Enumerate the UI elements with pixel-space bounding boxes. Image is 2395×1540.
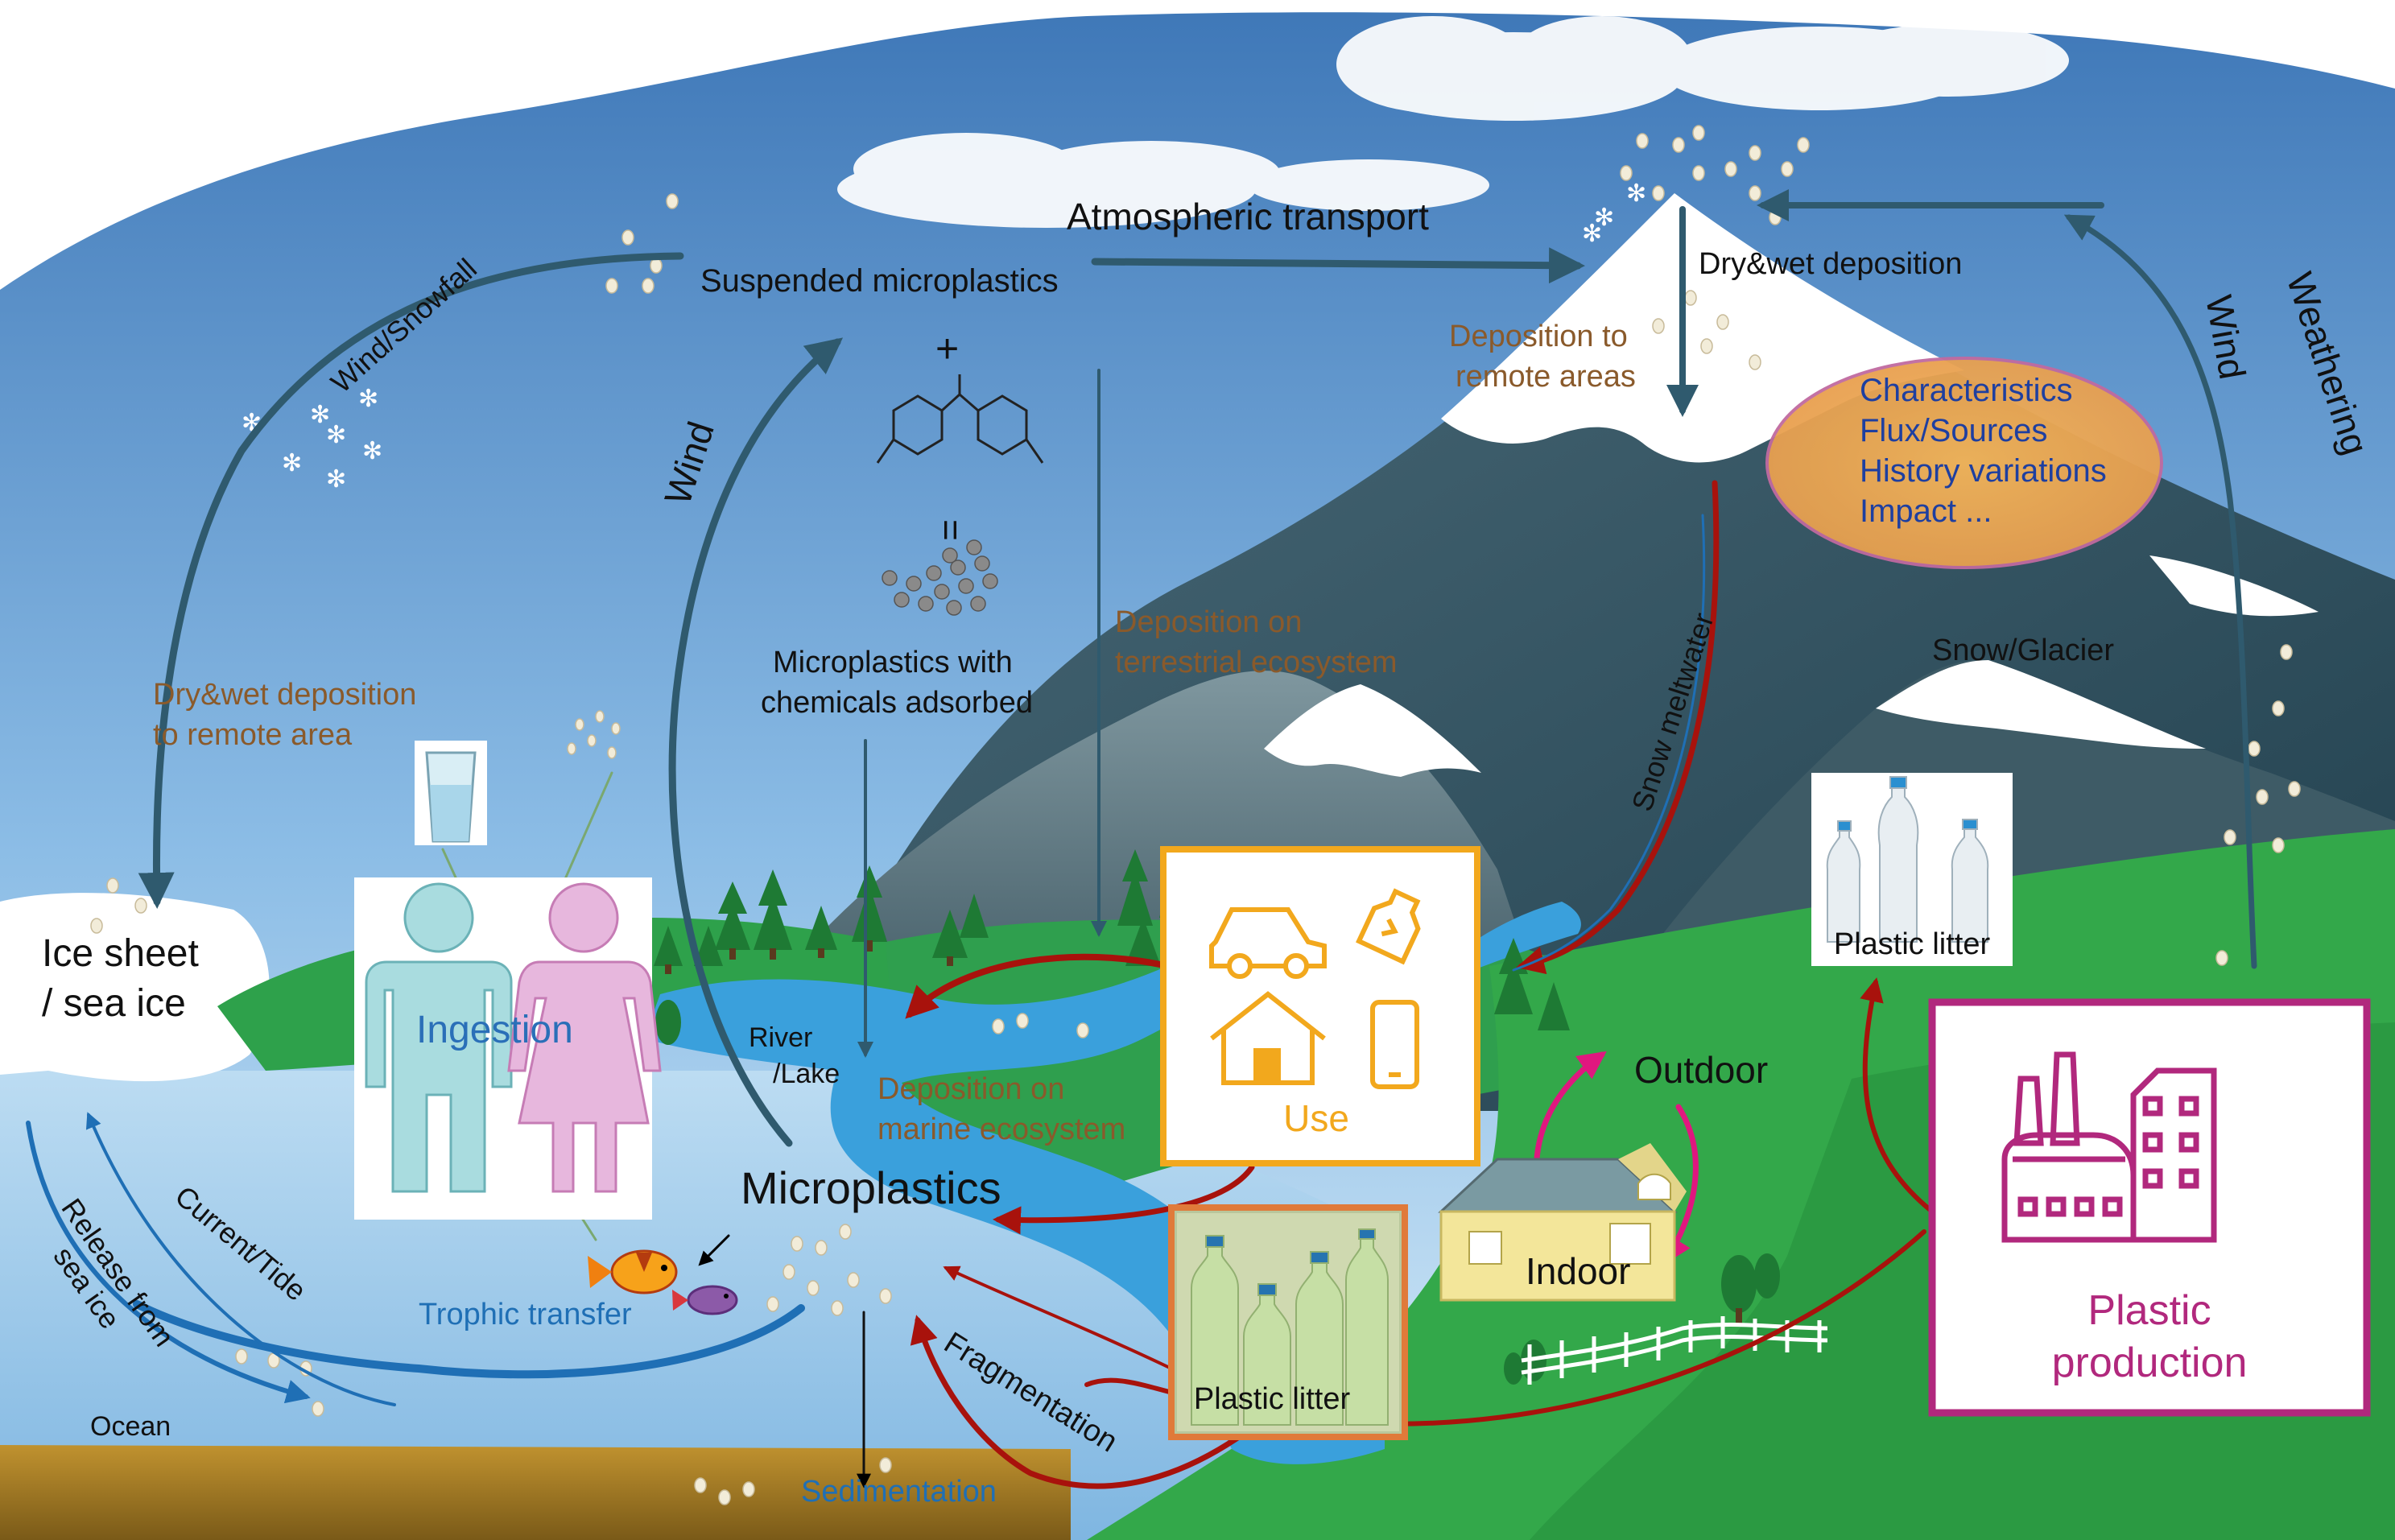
history-variations-label: History variations (1860, 453, 2107, 489)
house-icon (1210, 991, 1326, 1085)
male-figure-icon (365, 882, 513, 1193)
arrow-use-to-microplastics (993, 1164, 1255, 1235)
mp-chem-label-2: chemicals adsorbed (761, 686, 1033, 720)
research-topics-ellipse (1765, 357, 2163, 569)
dep-marine-label-2: marine ecosystem (877, 1113, 1125, 1146)
sedimentation-label: Sedimentation (801, 1475, 997, 1509)
ice-sheet-label-2: / sea ice (42, 982, 186, 1025)
arrow-litter-to-microplastics (943, 1265, 1173, 1370)
ingestion-label: Ingestion (416, 1009, 573, 1051)
use-panel: Use (1160, 846, 1480, 1166)
snow-glacier-label: Snow/Glacier (1932, 634, 2114, 667)
indoor-label: Indoor (1526, 1250, 1630, 1292)
flux-sources-label: Flux/Sources (1860, 413, 2047, 448)
snow-cap-right (1876, 660, 2206, 749)
microplastics-label: Microplastics (741, 1162, 1001, 1213)
arrow-production-to-litter (1084, 1229, 1926, 1426)
svg-text:✻: ✻ (326, 422, 346, 448)
deposition-remote-areas-label-1: Deposition to (1449, 320, 1628, 353)
chemical-structure (876, 374, 1044, 464)
characteristics-label: Characteristics (1860, 373, 2073, 408)
car-icon (1209, 907, 1327, 979)
arrow-release-sea-ice (26, 1121, 311, 1404)
plastic-litter-photo-panel: Plastic litter (1168, 1204, 1408, 1440)
bottle-icon (1356, 888, 1421, 965)
plastic-litter-bottles-label: Plastic litter (1834, 927, 1991, 961)
arrow-wind-snowfall (138, 252, 684, 909)
river-lake-label-2: /Lake (773, 1059, 840, 1089)
female-figure-icon (507, 882, 662, 1193)
deposition-remote-areas-label-2: remote areas (1456, 360, 1636, 394)
tree-group-left (654, 865, 989, 974)
arrow-atmospheric-transport (1091, 247, 1585, 284)
plastic-production-label-1: Plastic (2087, 1287, 2211, 1334)
meltwater-stream (1473, 902, 1581, 970)
ocean-label: Ocean (90, 1411, 171, 1442)
atmospheric-transport-label: Atmospheric transport (1067, 196, 1429, 237)
dep-marine-label-1: Deposition on (877, 1072, 1064, 1106)
trees (654, 849, 1780, 1385)
seabed (0, 1445, 1071, 1540)
dep-remote-area-label-2: to remote area (153, 718, 353, 752)
use-label: Use (1283, 1097, 1349, 1139)
particles (90, 125, 2301, 1505)
arrow-wind-right (2063, 214, 2257, 969)
arrow-trophic-curve (133, 1300, 805, 1379)
snowflakes: ✻✻✻ ✻✻✻ ✻✻✻ ✻✻ (242, 180, 1670, 493)
phone-icon (1370, 1000, 1419, 1089)
dry-wet-deposition-label: Dry&wet deposition (1699, 247, 1962, 281)
plastic-litter-photo-label: Plastic litter (1194, 1382, 1351, 1416)
clouds (837, 16, 2069, 228)
dep-remote-area-label-1: Dry&wet deposition (153, 678, 416, 712)
outdoor-label: Outdoor (1634, 1049, 1768, 1091)
equals-label: = (930, 519, 972, 541)
svg-text:✻: ✻ (362, 438, 382, 464)
svg-text:✻: ✻ (358, 386, 378, 412)
fish-icon (588, 1249, 738, 1315)
river-lake-label-1: River (749, 1022, 812, 1053)
svg-text:✻: ✻ (310, 402, 330, 428)
arrow-fragmentation (910, 1315, 1259, 1489)
ice-sheet-label-1: Ice sheet (42, 932, 199, 975)
ice-sheet (0, 893, 270, 1082)
svg-text:✻: ✻ (1650, 208, 1670, 235)
arrow-current-tide (85, 1112, 396, 1406)
svg-text:✻: ✻ (1626, 180, 1646, 207)
dep-terrestrial-label-1: Deposition on (1115, 605, 1302, 639)
svg-text:✻: ✻ (326, 466, 346, 493)
snow-cap-left (1264, 684, 1481, 777)
arrow-production-to-bottles (1860, 977, 1935, 1214)
arrow-outdoor-to-indoor (1663, 1104, 1699, 1265)
house-indoor (1438, 1143, 1687, 1302)
impact-label: Impact ... (1860, 493, 1992, 529)
svg-text:✻: ✻ (282, 450, 302, 477)
plus-label: + (935, 326, 959, 371)
svg-text:✻: ✻ (1582, 221, 1602, 247)
plastic-production-label-2: production (2052, 1340, 2248, 1386)
arrow-wind-left (668, 337, 844, 1147)
dep-terrestrial-label-2: terrestrial ecosystem (1115, 646, 1398, 679)
arrow-snow-meltwater (1516, 480, 1720, 975)
glass-icon (415, 741, 487, 845)
snow-patch (2149, 555, 2319, 617)
trophic-transfer-label: Trophic transfer (419, 1298, 632, 1332)
arrow-use-to-river (905, 953, 1171, 1019)
mp-chem-label-1: Microplastics with (773, 646, 1013, 679)
svg-text:✻: ✻ (1594, 204, 1614, 231)
plastic-production-panel: Plastic production (1928, 998, 2371, 1417)
sphere-cluster (882, 539, 998, 616)
factory-icon (2001, 1051, 2217, 1243)
suspended-microplastics-label: Suspended microplastics (700, 263, 1059, 299)
plastic-bottles-panel: Plastic litter (1811, 773, 2013, 966)
ingestion-panel (354, 741, 662, 1220)
